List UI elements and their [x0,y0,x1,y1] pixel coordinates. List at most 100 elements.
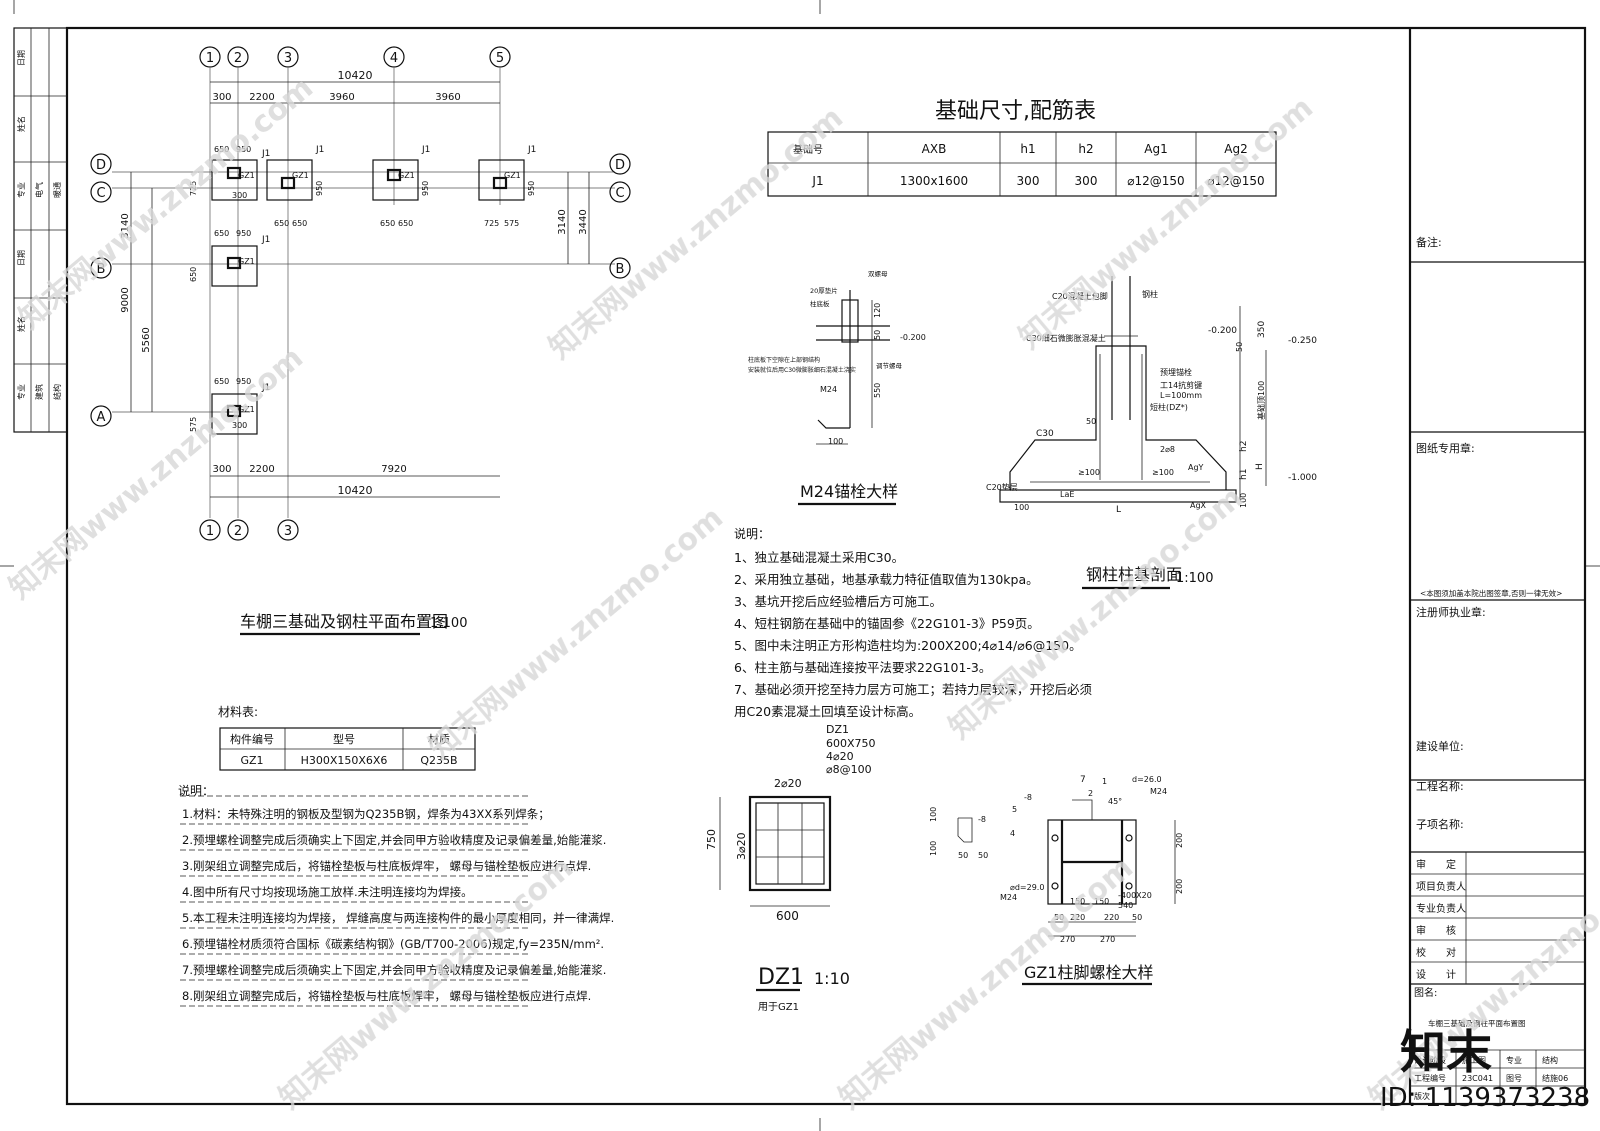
tb-subproject: 子项名称: [1416,817,1464,831]
svg-text:220: 220 [1104,913,1119,922]
svg-text:钢柱: 钢柱 [1142,289,1158,299]
table-cell: 1300x1600 [900,174,968,188]
svg-text:50: 50 [1054,913,1064,922]
svg-text:50: 50 [1132,913,1142,922]
section-title: 钢柱柱基剖面 [1086,565,1182,584]
axis-bubble [383,46,405,68]
svg-text:C20混凝土包脚: C20混凝土包脚 [1052,291,1108,301]
tb-stage-label: 设计阶段 [1414,1055,1446,1065]
svg-text:550: 550 [873,383,882,398]
axis-label: 1 [206,524,214,539]
svg-text:d=26.0: d=26.0 [1132,775,1162,784]
svg-text:双螺母: 双螺母 [868,269,888,278]
svg-text:5: 5 [1012,805,1017,814]
axis-label: 3 [284,524,292,539]
svg-text:⌀8@100: ⌀8@100 [826,763,872,776]
svg-text:1: 1 [1102,777,1107,786]
footing-j1 [211,393,258,435]
local-dim: 950 [236,377,251,386]
svg-text:100: 100 [929,807,938,822]
dim-right: 3140 [557,209,568,234]
tb-proj-no-label: 工程编号 [1414,1073,1446,1083]
table-header: 基础号 [793,143,823,156]
dim-left: 9000 [120,287,131,312]
svg-text:4⌀20: 4⌀20 [826,750,854,763]
materials-table: 构件编号 型号 材质 GZ1 H300X150X6X6 Q235B [219,727,476,771]
dim-total-bottom: 10420 [338,484,373,497]
svg-text:用C20素混凝土回填至设计标高。: 用C20素混凝土回填至设计标高。 [734,704,921,719]
table-header: h2 [1078,142,1093,156]
local-dim: 650 [274,219,289,228]
axis-label: A [97,410,106,425]
local-dim: 950 [236,229,251,238]
table-header: AXB [922,142,947,156]
svg-text:7、基础必须开挖至持力层方可施工；若持力层较深，开挖后必须: 7、基础必须开挖至持力层方可施工；若持力层较深，开挖后必须 [734,682,1092,697]
strip-label: 电气 [34,182,44,198]
local-dim: 650 [214,377,229,386]
dz1-section: DZ1 600X750 4⌀20 ⌀8@100 2⌀20 3⌀20 750 60… [705,723,876,923]
column-label: GZ1 [238,405,255,414]
svg-text:工14抗剪键: 工14抗剪键 [1160,380,1202,390]
svg-text:知末网www.znzmo.com: 知末网www.znzmo.com [943,480,1250,746]
table-header: Ag2 [1224,142,1247,156]
svg-text:5.本工程未注明连接均为焊接， 焊缝高度与两连接构件的最小厚: 5.本工程未注明连接均为焊接， 焊缝高度与两连接构件的最小厚度相同，并一律满焊. [182,911,614,925]
table-cell: ⌀12@150 [1207,174,1264,188]
svg-text:7.预埋螺栓调整完成后须确实上下固定,并会同甲方验收精度及记: 7.预埋螺栓调整完成后须确实上下固定,并会同甲方验收精度及记录偏差量,始能灌浆. [182,963,606,977]
footing-label: J1 [261,383,270,393]
dim-top: 2200 [249,92,274,103]
svg-text:-1.000: -1.000 [1288,473,1317,483]
strip-label: 结构 [52,384,62,400]
svg-text:C20垫层: C20垫层 [986,482,1018,492]
local-dim: 950 [236,145,251,154]
tb-project: 工程名称: [1416,779,1464,793]
svg-text:AgY: AgY [1188,463,1204,472]
tb-role: 专业负责人 [1416,902,1466,915]
svg-text:50: 50 [1086,417,1096,426]
axis-label: D [96,158,106,173]
axis-bubble [609,153,631,175]
svg-text:调节螺母: 调节螺母 [876,361,903,370]
svg-text:知末网www.znzmo.com: 知末网www.znzmo.com [1013,90,1320,356]
svg-text:h2: h2 [1239,441,1249,452]
svg-text:H: H [1255,463,1265,470]
svg-text:⌀d=29.0: ⌀d=29.0 [1010,883,1044,892]
axis-bubble [227,519,249,541]
svg-text:L=100mm: L=100mm [1160,391,1202,400]
tb-client: 建设单位: [1416,739,1464,753]
axis-bubble [90,257,112,279]
svg-text:-0.200: -0.200 [900,333,926,342]
dz1-scale: 1:10 [814,969,850,988]
dim-right: 3440 [578,209,589,234]
general-notes: 说明： 1、独立基础混凝土采用C30。 2、采用独立基础，地基承载力特征值取值为… [734,526,1092,719]
local-dim: 650 [398,219,413,228]
svg-text:型号: 型号 [333,732,355,746]
tb-discipline: 结构 [1542,1055,1558,1065]
axis-bubble [609,181,631,203]
svg-text:50: 50 [1235,342,1244,352]
axis-bubble [277,46,299,68]
svg-text:750: 750 [705,829,718,850]
table-cell: 300 [1075,174,1098,188]
svg-text:150: 150 [1094,897,1109,906]
svg-text:安装就位后用C30微膨胀细石混凝土浇实: 安装就位后用C30微膨胀细石混凝土浇实 [748,366,856,374]
tb-discipline-label: 专业 [1506,1055,1522,1065]
column-label: GZ1 [238,257,255,266]
tb-role: 校 对 [1416,946,1456,959]
svg-text:L: L [1116,505,1121,515]
svg-text:柱底板下空隙在上部钢结构: 柱底板下空隙在上部钢结构 [748,356,820,364]
svg-text:50: 50 [873,330,882,340]
svg-text:基础顶100: 基础顶100 [1256,381,1266,420]
section-scale: 1:100 [1176,571,1213,586]
axis-label: 2 [234,51,242,66]
sheet-border [65,26,1587,1106]
local-dim: 650 [380,219,395,228]
strip-label: 建筑 [34,384,44,400]
dim-left: 5560 [141,327,152,352]
footing-j1 [372,159,419,201]
tb-drawing-name-label: 图名: [1414,986,1437,999]
tb-dwg-no-label: 图号 [1506,1074,1522,1083]
tb-dwg-no: 结施06 [1542,1073,1568,1083]
watermark-logo: 知末 [1400,1025,1492,1079]
plan-title: 车棚三基础及钢柱平面布置图 [240,612,448,631]
